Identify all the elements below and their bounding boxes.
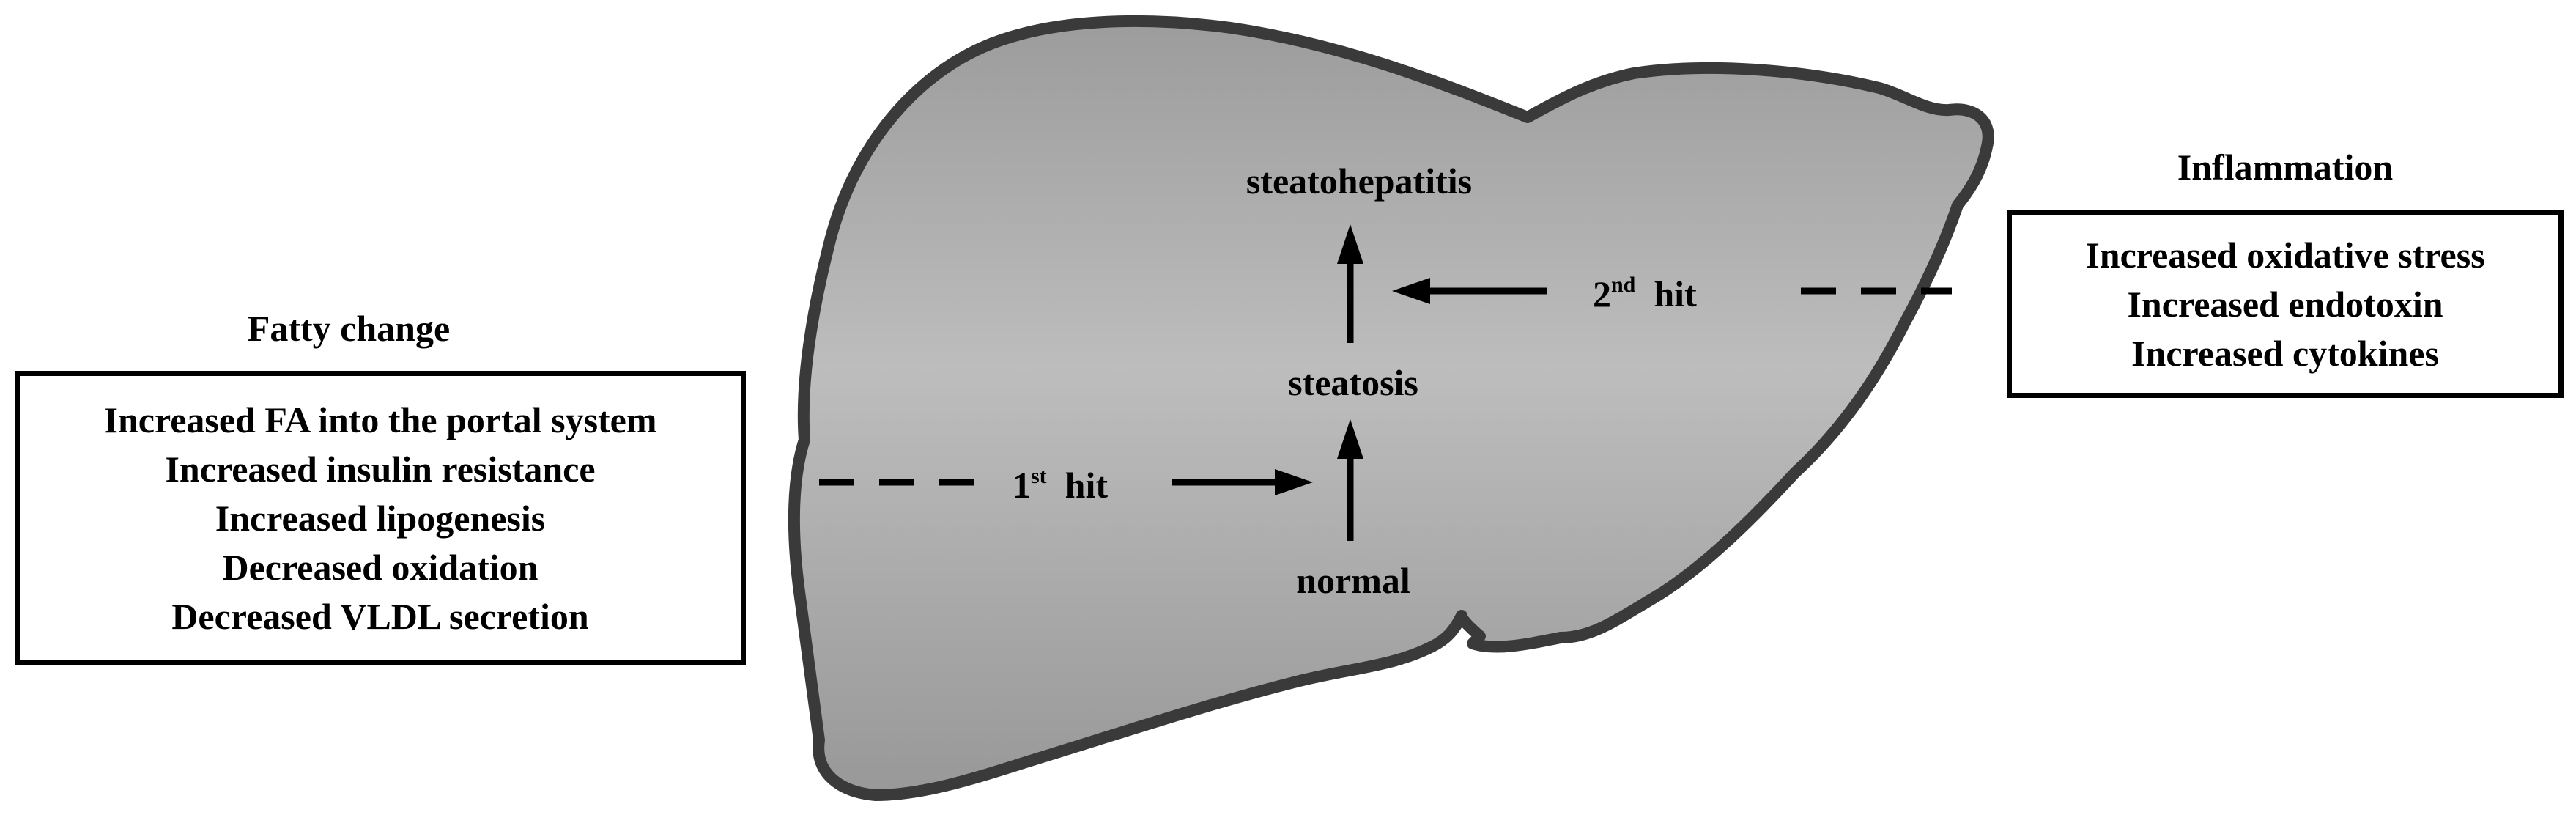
second-hit-word: hit [1654,273,1697,314]
fatty-change-line: Increased lipogenesis [215,497,546,539]
first-hit-arrowhead [1275,469,1313,495]
stage-steatosis: steatosis [1288,362,1418,403]
fatty-change-title: Fatty change [247,308,451,349]
stage-steatohepatitis: steatohepatitis [1246,161,1473,202]
inflammation-line: Increased oxidative stress [2085,234,2485,276]
fatty-change-line: Decreased VLDL secretion [171,595,589,637]
first-hit-label: 1st hit [1013,464,1109,506]
arrow-normal-to-steatosis-head [1337,419,1363,459]
fatty-change-line: Increased FA into the portal system [103,399,657,440]
fatty-change-box: Increased FA into the portal system Incr… [15,371,746,665]
inflammation-line: Increased cytokines [2131,332,2439,374]
inflammation-box: Increased oxidative stress Increased end… [2007,210,2564,398]
fatty-change-line: Decreased oxidation [222,546,538,588]
first-hit-word: hit [1065,465,1109,506]
second-hit-suffix: nd [1611,273,1636,297]
fatty-change-line: Increased insulin resistance [165,448,596,490]
inflammation-title: Inflammation [2177,147,2394,188]
inflammation-line: Increased endotoxin [2127,283,2443,325]
liver-shape [788,15,1994,801]
second-hit-arrowhead [1392,278,1430,304]
first-hit-number: 1 [1013,465,1031,506]
first-hit-suffix: st [1031,464,1047,488]
second-hit-number: 2 [1593,273,1611,314]
stage-normal: normal [1296,560,1410,601]
second-hit-label: 2nd hit [1593,273,1697,314]
arrow-steatosis-to-steatohepatitis-head [1337,224,1363,264]
